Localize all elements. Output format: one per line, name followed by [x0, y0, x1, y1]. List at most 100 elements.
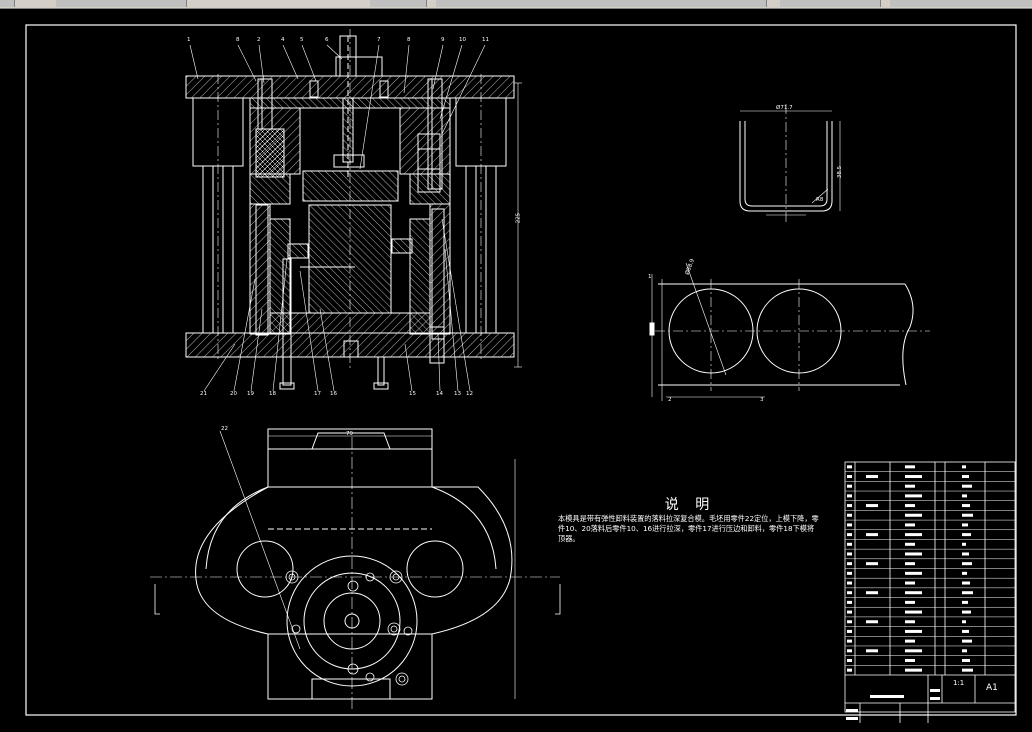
- part-number: 15: [409, 391, 416, 397]
- bom-cell-text: [905, 533, 922, 537]
- part-number: 18: [269, 391, 276, 397]
- part-view: [739, 104, 841, 224]
- plan-view: [150, 428, 561, 709]
- bom-cell-text: [905, 610, 922, 614]
- strip-layout: [649, 262, 930, 401]
- bom-cell-text: [905, 494, 922, 498]
- bom-cell-text: [962, 465, 966, 469]
- bom-cell-text: [847, 620, 852, 624]
- toolbar: [0, 0, 1032, 9]
- part-number: 11: [482, 37, 489, 43]
- bom-cell-text: [962, 639, 972, 643]
- part-number: 16: [330, 391, 337, 397]
- bom-cell-text: [847, 610, 852, 614]
- toolbar-button-group[interactable]: [370, 0, 427, 7]
- part-number: 13: [454, 391, 461, 397]
- dimension-label: R8: [816, 197, 824, 203]
- bom-cell-text: [962, 658, 970, 662]
- bom-cell-text: [905, 484, 915, 488]
- leader-lines: [189, 44, 486, 392]
- dimension-label: Ø71.7: [776, 105, 793, 111]
- bom-cell-text: [962, 562, 972, 566]
- part-number: 8: [236, 37, 240, 43]
- bom-cell-text: [962, 629, 969, 633]
- bom-cell-text: [905, 658, 915, 662]
- bom-cell-text: [847, 649, 852, 653]
- bom-cell-text: [905, 465, 915, 469]
- bom-cell-text: [905, 571, 922, 575]
- bom-cell-text: [847, 475, 852, 479]
- bom-cell-text: [847, 571, 852, 575]
- part-number: 14: [436, 391, 443, 397]
- bom-cell-text: [847, 581, 852, 585]
- bom-cell-text: [962, 552, 969, 556]
- toolbar-dropdown[interactable]: [890, 0, 1032, 7]
- bom-cell-text: [866, 533, 878, 537]
- bom-cell-text: [847, 552, 852, 556]
- part-number: 10: [459, 37, 466, 43]
- bom-cell-text: [962, 504, 970, 508]
- cad-drawing: [25, 24, 1017, 723]
- bom-cell-text: [847, 600, 852, 604]
- bom-cell-text: [962, 571, 967, 575]
- dimension-label: 1: [648, 274, 652, 280]
- part-number: 21: [200, 391, 207, 397]
- bom-cell-text: [905, 649, 922, 653]
- bom-cell-text: [962, 591, 973, 595]
- sheet-size-label: A1: [986, 683, 998, 693]
- bom-cell-text: [962, 533, 971, 537]
- part-number: 9: [441, 37, 445, 43]
- bom-cell-text: [847, 639, 852, 643]
- scale-label: 1:1: [953, 679, 965, 687]
- bom-cell-text: [905, 620, 915, 624]
- part-number: 5: [300, 37, 304, 43]
- bom-cell-text: [905, 552, 922, 556]
- dimension-label: 38.5: [837, 165, 844, 179]
- bom-cell-text: [962, 581, 970, 585]
- title-block-text: [846, 709, 858, 712]
- bom-cell-text: [962, 475, 969, 479]
- bom-cell-text: [962, 600, 968, 604]
- section-view: [185, 29, 522, 390]
- part-number: 7: [377, 37, 381, 43]
- bom-cell-text: [847, 668, 852, 672]
- bom-cell-text: [962, 668, 973, 672]
- title-block-text: [930, 697, 940, 700]
- bom-cell-text: [905, 513, 922, 517]
- bom-cell-text: [905, 562, 915, 566]
- bom-cell-text: [905, 600, 915, 604]
- part-number: 6: [325, 37, 329, 43]
- bom-cell-text: [866, 591, 878, 595]
- bom-cell-text: [905, 523, 915, 527]
- bom-cell-text: [905, 475, 922, 479]
- title-block-text: [870, 695, 904, 698]
- bom-cell-text: [866, 649, 878, 653]
- bom-cell-text: [847, 513, 852, 517]
- bom-cell-text: [847, 591, 852, 595]
- bom-cell-text: [905, 639, 915, 643]
- part-number: 12: [466, 391, 473, 397]
- toolbar-dropdown[interactable]: [780, 0, 881, 7]
- bom-cell-text: [905, 504, 915, 508]
- bom-cell-text: [866, 562, 878, 566]
- bom-cell-text: [962, 513, 973, 517]
- notes-title: 说 明: [664, 497, 716, 513]
- drawing-canvas[interactable]: 1 8 2 4 5 6 7 8 9 10 11 21 20 19 18 17 1…: [0, 9, 1032, 732]
- bom-cell-text: [962, 610, 971, 614]
- toolbar-dropdown[interactable]: [436, 0, 767, 7]
- dimension-label: 2: [668, 397, 672, 403]
- bom-cell-text: [847, 465, 852, 469]
- bom-cell-text: [866, 504, 878, 508]
- toolbar-button[interactable]: [0, 0, 15, 7]
- bom-cell-text: [847, 542, 852, 546]
- bom-cell-text: [847, 562, 852, 566]
- dimension-label: 3: [760, 397, 764, 403]
- toolbar-button-group[interactable]: [56, 0, 187, 7]
- bom-cell-text: [962, 542, 966, 546]
- bom-cell-text: [866, 620, 878, 624]
- bom-cell-text: [962, 523, 968, 527]
- dimension-label: 225: [515, 212, 522, 224]
- bom-cell-text: [905, 668, 922, 672]
- notes-body: 本模具是带有弹性卸料装置的落料拉深复合模。毛坯用零件22定位，上模下降，零件10…: [558, 514, 819, 543]
- bom-cell-text: [866, 475, 878, 479]
